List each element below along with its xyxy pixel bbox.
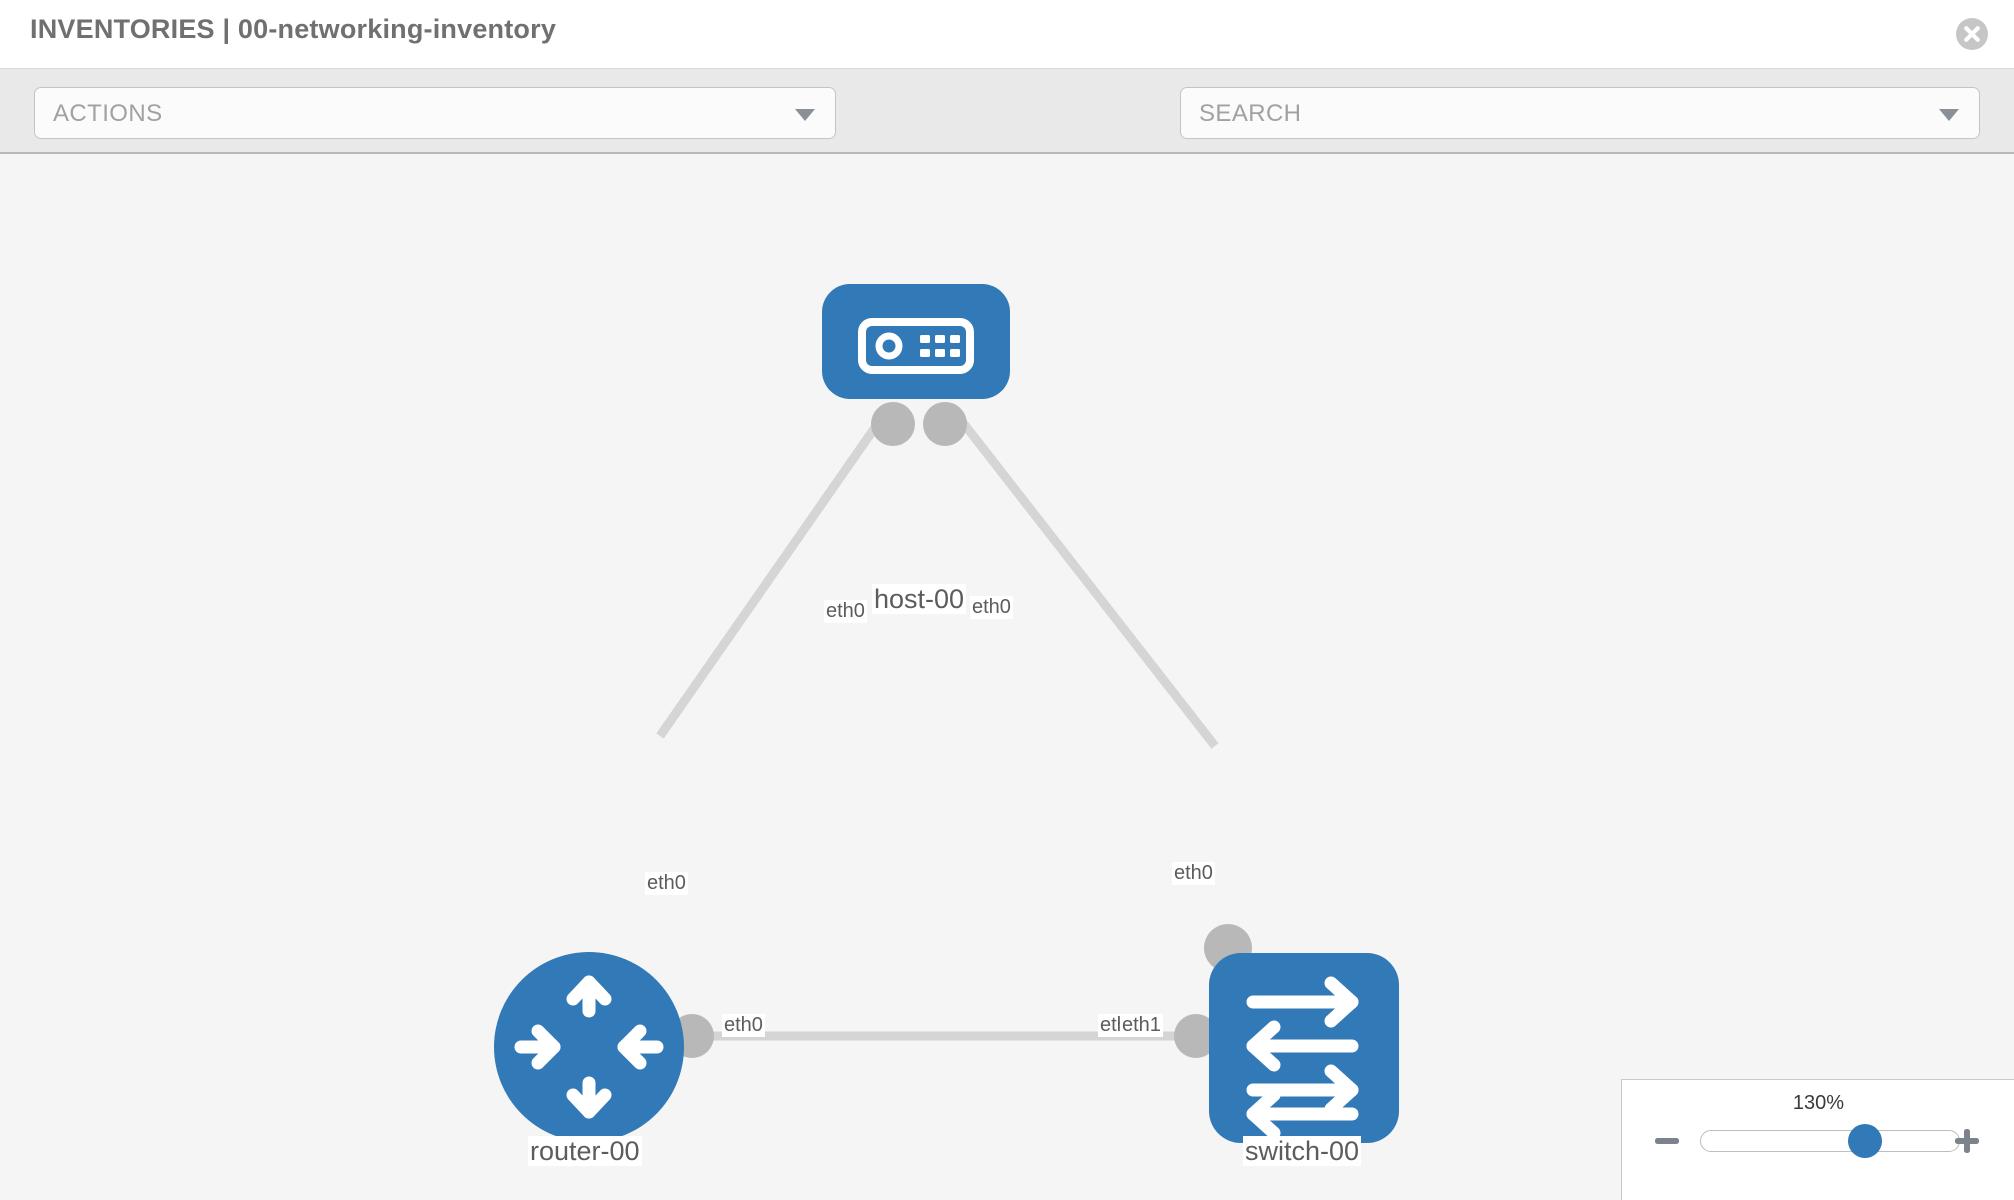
- connector-switch00-left: [1174, 1014, 1218, 1058]
- iface-label: eth0: [1172, 862, 1215, 885]
- node-label-switch-00: switch-00: [1243, 1136, 1362, 1167]
- node-switch-00[interactable]: [1209, 953, 1399, 1143]
- close-icon[interactable]: [1954, 16, 1990, 52]
- zoom-slider-thumb[interactable]: [1848, 1124, 1882, 1158]
- toolbar: ACTIONS SEARCH: [0, 69, 2014, 202]
- node-label-router-00: router-00: [528, 1136, 642, 1167]
- connector-host00-left: [871, 402, 915, 446]
- chevron-down-icon: [795, 109, 815, 121]
- iface-label: eth0: [824, 600, 867, 623]
- edge-group: [656, 403, 1219, 1041]
- zoom-in-button[interactable]: [1952, 1126, 1982, 1156]
- connector-host00-right: [923, 402, 967, 446]
- search-placeholder: SEARCH: [1199, 100, 1302, 127]
- search-input[interactable]: SEARCH: [1180, 87, 1980, 139]
- page-header: INVENTORIES | 00-networking-inventory: [0, 0, 2014, 69]
- iface-label: eth0: [970, 596, 1013, 619]
- zoom-slider[interactable]: [1700, 1124, 1960, 1158]
- chevron-down-icon: [1939, 109, 1959, 121]
- zoom-out-button[interactable]: [1652, 1126, 1682, 1156]
- zoom-control-panel: 130%: [1621, 1079, 2014, 1200]
- actions-dropdown[interactable]: ACTIONS: [34, 87, 836, 139]
- iface-label: eth0: [645, 872, 688, 895]
- connector-group: [670, 402, 1252, 1058]
- node-router-00[interactable]: [494, 952, 684, 1142]
- node-host-00[interactable]: [822, 284, 1010, 399]
- page-title: INVENTORIES | 00-networking-inventory: [30, 14, 557, 44]
- iface-label: eth0: [722, 1014, 765, 1037]
- iface-label: eth1: [1120, 1014, 1163, 1037]
- zoom-level-value: 130%: [1792, 1092, 1845, 1114]
- topology-graph: [494, 284, 1399, 1143]
- edge-router00-host00: [656, 403, 894, 739]
- topology-canvas[interactable]: eth0 eth0 eth0 eth0 eth0 eth0 eth1 host-…: [0, 156, 2014, 1200]
- actions-dropdown-label: ACTIONS: [53, 100, 163, 127]
- node-label-host-00: host-00: [872, 584, 967, 615]
- edge-host00-switch00: [946, 403, 1219, 749]
